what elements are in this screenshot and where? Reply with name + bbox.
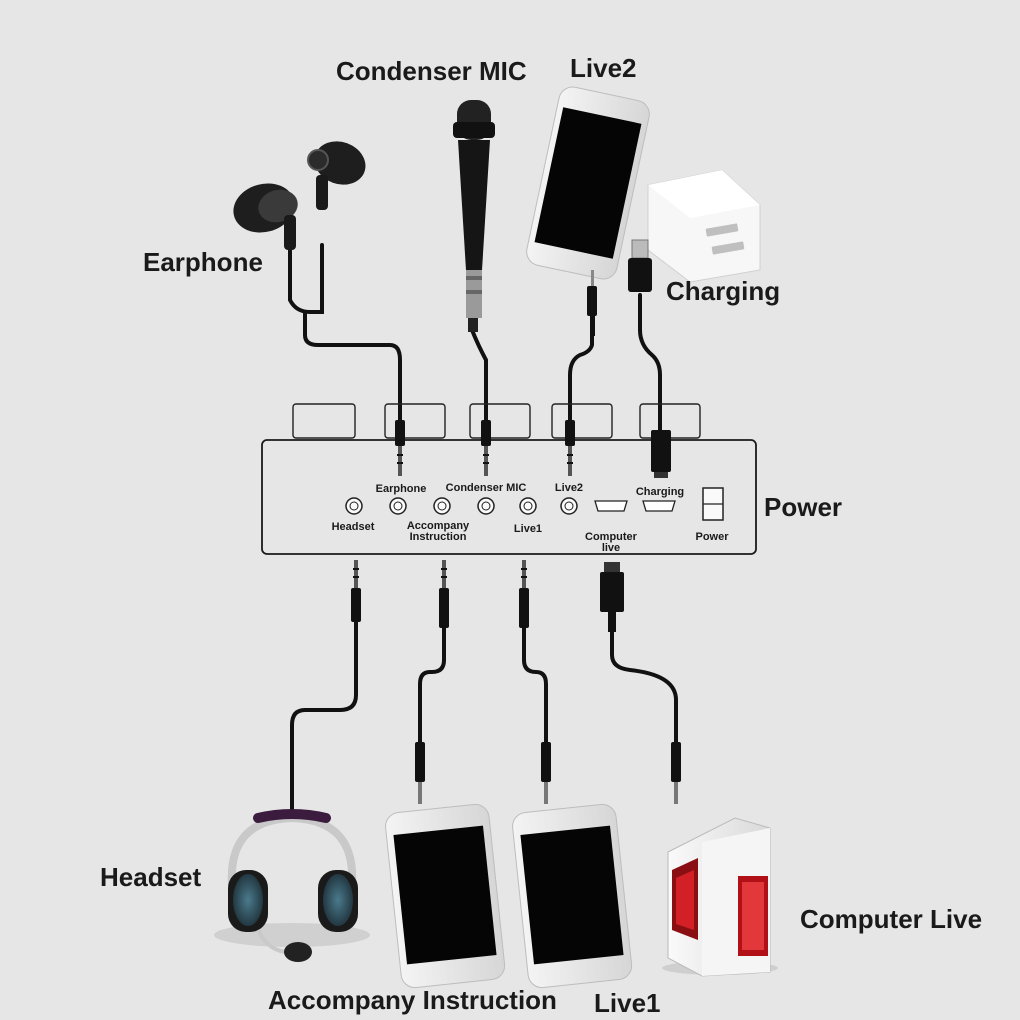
panel-computer-line2: live [601,542,621,554]
headset-label: Headset [100,862,202,892]
live1-jack [519,497,537,515]
earphone-jack [389,497,407,515]
earphone-icon [233,141,366,250]
microphone-icon [453,100,495,332]
upper-slots [292,403,701,439]
panel-charging-label: Charging [635,486,685,498]
panel-computer-line1: Computer [585,531,637,543]
audio-jack-icon [395,420,575,476]
top-cables [288,243,662,432]
usb-charger-icon [647,169,761,283]
charging-port [642,500,676,512]
headset-jack [345,497,363,515]
computer-live-label: Computer Live [800,904,983,934]
device-plugs [415,742,681,804]
usb-cable-icon [651,430,671,478]
panel-live1-label: Live1 [513,523,543,535]
panel-condenser-mic-label: Condenser MIC [445,482,527,494]
panel-live2-label: Live2 [554,482,584,494]
charging-label: Charging [666,276,781,306]
headset-icon [214,809,370,962]
lower-plugs [351,560,624,632]
power-label: Power [764,492,843,522]
phone-icon [512,803,633,989]
power-switch-icon[interactable] [702,487,724,521]
usb-cable-icon [628,239,652,292]
mixer-panel [261,439,757,555]
panel-earphone-label: Earphone [375,483,427,495]
usb-ports [594,500,676,512]
panel-headset-label: Headset [331,521,375,533]
panel-power-label: Power [695,531,729,543]
panel-accompany-line1: Accompany [406,520,470,532]
computer-live-port [594,500,628,512]
bottom-cables [290,618,678,812]
live1-label: Live1 [594,988,661,1018]
audio-jack-icon [587,270,597,336]
phone-icon [385,803,506,989]
panel-computer-live-label: Computer live [580,532,642,554]
condenser-mic-label: Condenser MIC [336,56,527,86]
panel-jacks [345,497,578,515]
panel-accompany-label: Accompany Instruction [402,521,474,543]
live2-label: Live2 [570,53,637,83]
panel-accompany-line2: Instruction [409,531,467,543]
phone-icon [526,86,650,280]
accompany-instruction-label: Accompany Instruction [268,985,557,1015]
computer-tower-icon [662,817,778,977]
accompany-jack [433,497,451,515]
earphone-label: Earphone [143,247,263,277]
live2-jack [560,497,578,515]
condenser-mic-jack [477,497,495,515]
